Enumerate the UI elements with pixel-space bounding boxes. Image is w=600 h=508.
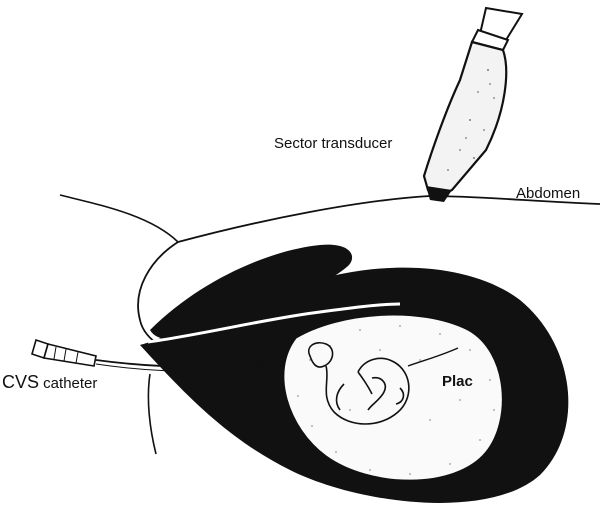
label-abdomen: Abdomen <box>516 185 580 202</box>
abdomen-line <box>178 196 600 242</box>
label-cvs-catheter: CVS catheter <box>2 372 97 392</box>
sector-transducer <box>424 8 522 202</box>
body-outline <box>60 195 178 242</box>
label-sector-transducer: Sector transducer <box>274 135 392 152</box>
lower-body-outline <box>148 374 156 454</box>
label-placenta: Plac <box>442 373 473 390</box>
